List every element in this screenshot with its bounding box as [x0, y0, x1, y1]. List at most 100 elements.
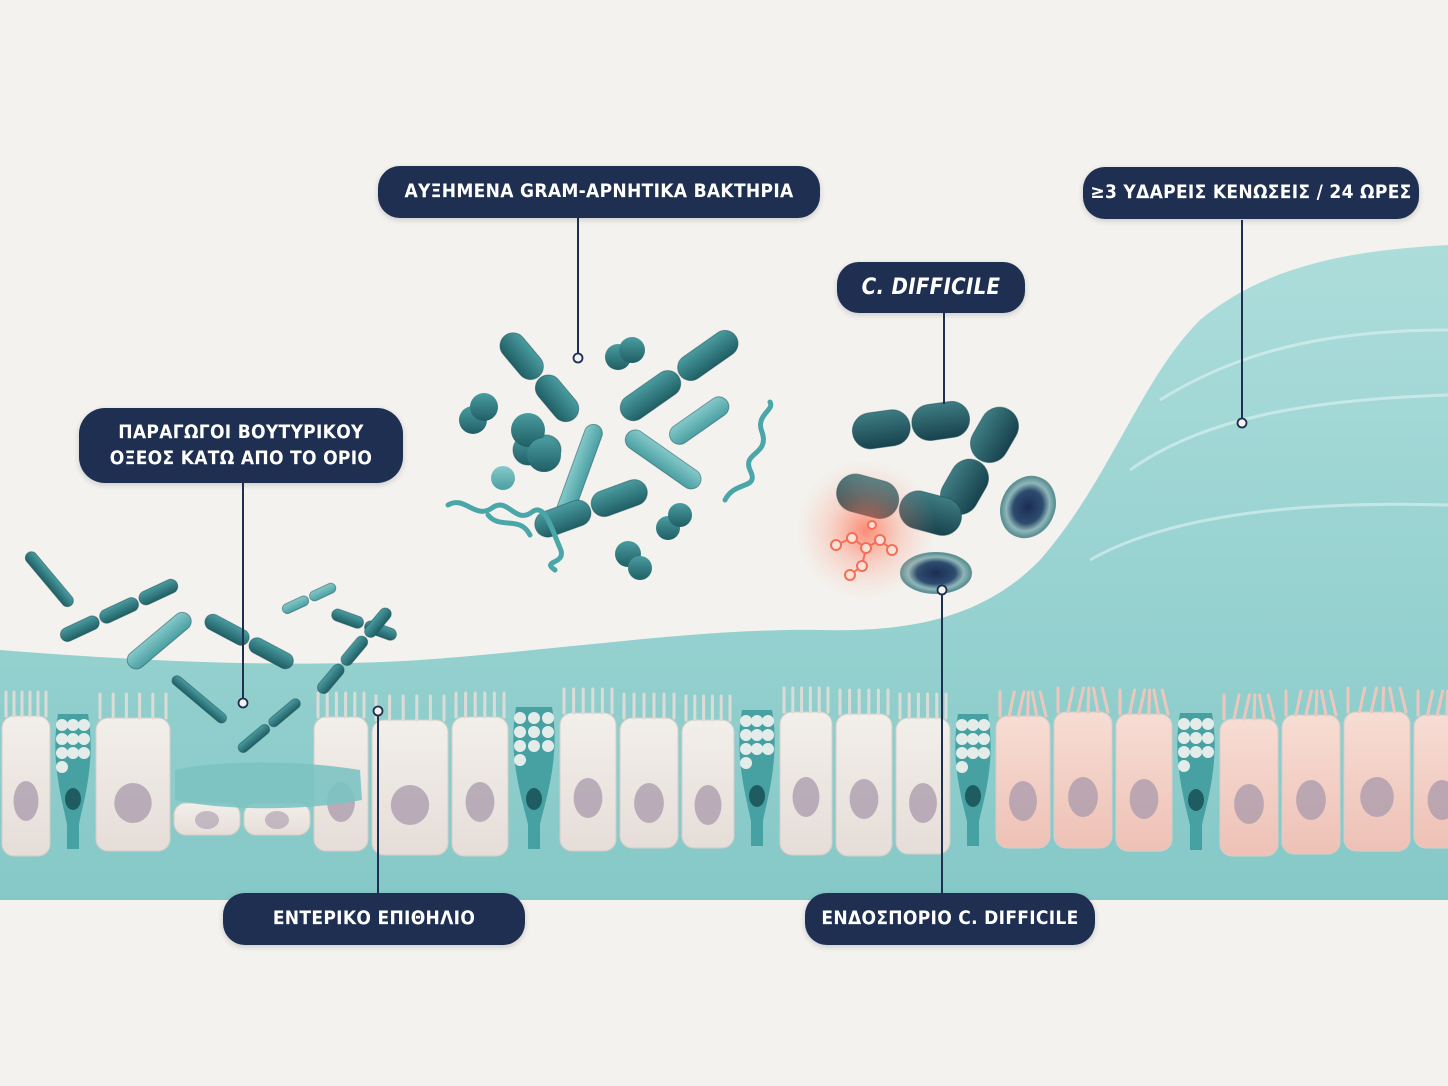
epithelial-cell	[1281, 689, 1341, 855]
microvillus	[1152, 688, 1160, 716]
label-watery-stools: ≥3 ΥΔΑΡΕΙΣ ΚΕΝΩΣΕΙΣ / 24 ΩΡΕΣ	[1083, 167, 1419, 219]
label-c-difficile: C. DIFFICILE	[837, 262, 1025, 313]
mucin-granule	[956, 747, 968, 759]
cell-nucleus	[965, 785, 981, 807]
epithelial-cell	[451, 691, 509, 857]
epithelial-cell	[739, 710, 775, 846]
cell-nucleus	[526, 788, 542, 810]
microvillus	[1076, 686, 1085, 714]
mucin-granule	[967, 733, 979, 745]
coccus-bacterium	[527, 438, 561, 472]
cell-nucleus	[749, 785, 765, 807]
label-gram-negative-text: ΑΥΞΗΜΕΝΑ GRAM-ΑΡΝΗΤΙΚΑ ΒΑΚΤΗΡΙΑ	[404, 180, 794, 203]
label-gram-negative-bacteria: ΑΥΞΗΜΕΝΑ GRAM-ΑΡΝΗΤΙΚΑ ΒΑΚΤΗΡΙΑ	[378, 166, 820, 218]
mucin-granule	[1190, 746, 1202, 758]
label-epithelium-text: ΕΝΤΕΡΙΚΟ ΕΠΙΘΗΛΙΟ	[272, 907, 476, 930]
epithelial-cell	[243, 802, 311, 836]
mucin-granule	[751, 729, 763, 741]
bacterium-segment	[24, 551, 74, 608]
microvillus	[1319, 689, 1328, 717]
cell-nucleus	[265, 811, 289, 829]
mucin-granule	[56, 719, 68, 731]
cell-body	[681, 719, 735, 849]
microvillus	[1381, 686, 1386, 714]
cell-nucleus	[1360, 777, 1394, 817]
bacterium-segment	[851, 409, 911, 450]
mucin-granule	[514, 712, 526, 724]
toxin-molecule-icon	[830, 520, 898, 581]
bacterium-segment	[138, 578, 179, 606]
rod-bacterium	[126, 611, 192, 670]
bacterium-segment	[171, 675, 227, 724]
microvillus	[1294, 689, 1303, 717]
damaged-epithelium	[175, 762, 362, 809]
microvillus	[1398, 686, 1408, 714]
rod-bacterium	[204, 613, 294, 670]
mucin-granule	[1202, 732, 1214, 744]
mucin-granule	[67, 747, 79, 759]
mucin-granule	[956, 761, 968, 773]
microvillus	[1100, 686, 1110, 714]
mucin-granule	[528, 740, 540, 752]
bacterium-segment	[237, 723, 271, 753]
cell-nucleus	[849, 779, 879, 819]
epithelial-cell	[1413, 689, 1448, 849]
rod-bacterium	[237, 698, 301, 753]
mucin-granule	[740, 715, 752, 727]
mucin-granule	[1178, 732, 1190, 744]
microvillus	[1388, 686, 1396, 714]
coccus-bacterium	[619, 337, 645, 363]
epithelial-cell	[55, 714, 91, 849]
epithelial-cell	[559, 687, 617, 852]
mucin-granule	[1202, 718, 1214, 730]
mucin-granule	[1178, 746, 1190, 758]
microvillus	[1030, 690, 1039, 718]
microvillus	[1007, 690, 1016, 718]
cell-nucleus	[1129, 779, 1159, 819]
label-watery-stools-text: ≥3 ΥΔΑΡΕΙΣ ΚΕΝΩΣΕΙΣ / 24 ΩΡΕΣ	[1090, 181, 1412, 204]
cell-nucleus	[573, 778, 603, 818]
label-endospore-text: ΕΝΔΟΣΠΟΡΙΟ C. DIFFICILE	[821, 907, 1079, 930]
rod-bacterium	[59, 578, 179, 643]
microvillus	[1016, 690, 1026, 718]
bacterium-segment	[59, 615, 100, 643]
epithelial-cell	[173, 802, 241, 836]
cell-nucleus	[465, 782, 495, 822]
rod-bacterium	[499, 332, 580, 423]
epithelial-cell	[513, 707, 555, 849]
bacterium-segment	[619, 370, 682, 422]
cell-nucleus	[114, 783, 152, 823]
fluid-highlight	[1089, 328, 1448, 562]
rod-bacterium	[624, 429, 702, 490]
mucin-granule	[740, 729, 752, 741]
microvillus	[1358, 686, 1367, 714]
cell-nucleus	[792, 777, 820, 817]
microvillus	[1026, 690, 1030, 718]
microvillus	[1091, 686, 1100, 714]
bacterium-segment	[268, 698, 301, 728]
epithelial-cell	[995, 690, 1051, 849]
cell-nucleus	[909, 783, 937, 823]
mucin-granule	[956, 733, 968, 745]
coccus-bacterium	[668, 503, 692, 527]
label-intestinal-epithelium: ΕΝΤΕΡΙΚΟ ΕΠΙΘΗΛΙΟ	[223, 893, 525, 945]
rod-bacterium	[534, 479, 648, 538]
toxin-glow	[796, 460, 936, 600]
bacterium-segment	[624, 429, 702, 490]
microvillus	[1314, 689, 1319, 717]
mucin-granule	[751, 715, 763, 727]
label-butyrate-line2: ΟΞΕΟΣ ΚΑΤΩ ΑΠΟ ΤΟ ΟΡΙΟ	[109, 446, 373, 469]
rod-bacterium	[669, 396, 730, 445]
mucin-granule	[762, 729, 774, 741]
microvillus	[1257, 693, 1266, 721]
rod-bacterium	[24, 551, 74, 608]
cell-nucleus	[1427, 780, 1448, 820]
mucin-granule	[56, 733, 68, 745]
rod-bacterium	[317, 607, 392, 695]
mucin-granule	[528, 712, 540, 724]
epithelial-cell	[619, 692, 679, 849]
mucin-granule	[1190, 732, 1202, 744]
bacteria-layer	[24, 329, 1056, 753]
mucin-granule	[751, 743, 763, 755]
